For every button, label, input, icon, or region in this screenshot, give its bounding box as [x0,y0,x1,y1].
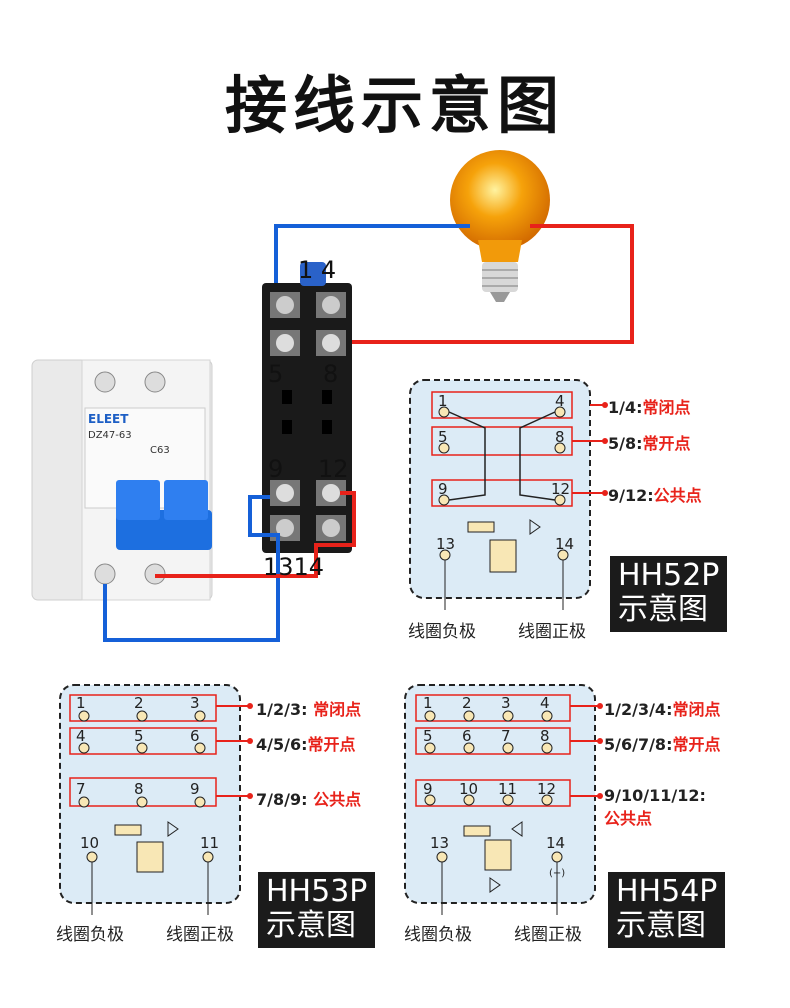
hh53p-pin: 10 [80,834,100,852]
hh52p-pin: 14 [555,535,575,553]
hh53p-pin: 6 [190,727,200,745]
hh54p-pin: 2 [462,694,472,712]
hh54p-coil-positive: 线圈正极 [514,925,582,945]
hh54p-legend-nc: 1/2/3/4:常闭点 [604,700,721,719]
hh52p-pin: 5 [438,428,448,446]
hh54p-pin: 7 [501,727,511,745]
hh53p-pin: 1 [76,694,86,712]
breaker-model: DZ47-63 [88,430,132,441]
hh54p-pin: 4 [540,694,550,712]
red-wire [332,224,634,344]
hh54p-pin: 3 [501,694,511,712]
hh52p-coil-positive: 线圈正极 [518,622,586,642]
hh52p-pin: 1 [438,392,448,410]
hh54p-legend-com: 9/10/11/12:公共点 [604,786,706,828]
hh53p-legend-com: 7/8/9: 公共点 [256,790,362,809]
hh53p-pin: 8 [134,780,144,798]
hh52p-pin: 4 [555,392,565,410]
hh53p-diagram [59,684,253,915]
light-bulb-icon [450,150,550,302]
hh54p-pin: 9 [423,780,433,798]
hh54p-pin: 8 [540,727,550,745]
hh52p-pin: 12 [551,480,571,498]
hh52p-diagram [409,379,608,610]
hh52p-pin: 9 [438,480,448,498]
hh53p-pin: 5 [134,727,144,745]
hh53p-coil-positive: 线圈正极 [166,925,234,945]
hh54p-pin: 1 [423,694,433,712]
socket-bottom-pins-label: 1314 [263,553,325,581]
socket-top-pins-label: 1 4 [298,256,337,284]
hh52p-legend-nc: 1/4:常闭点 [608,398,691,417]
hh52p-legend-com: 9/12:公共点 [608,486,702,505]
pin-8-label: 8 [323,360,339,388]
hh54p-polarity-mark: (+) [549,868,566,879]
hh54p-pin: 13 [430,834,450,852]
hh54p-pin: 11 [498,780,518,798]
breaker-rating: C63 [150,445,170,456]
hh54p-diagram [404,684,603,915]
breaker-brand: ELEET [88,412,129,426]
pin-12-label: 12 [318,455,349,483]
hh53p-legend-no: 4/5/6:常开点 [256,735,356,754]
circuit-breaker [31,359,213,601]
hh53p-pin: 4 [76,727,86,745]
red-wire-2 [155,491,356,578]
hh54p-pin: 5 [423,727,433,745]
hh53p-pin: 7 [76,780,86,798]
hh52p-pin: 13 [436,535,456,553]
hh54p-pin: 6 [462,727,472,745]
hh54p-pin: 14 [546,834,566,852]
hh54p-pin: 12 [537,780,557,798]
hh52p-coil-negative: 线圈负极 [408,622,476,642]
hh53p-legend-nc: 1/2/3: 常闭点 [256,700,362,719]
relay-socket [262,262,352,553]
pin-5-label: 5 [268,360,284,388]
page-title: 接线示意图 [224,69,565,142]
pin-9-label: 9 [268,455,284,483]
hh53p-coil-negative: 线圈负极 [56,925,124,945]
hh53p-pin: 3 [190,694,200,712]
hh53p-pin: 2 [134,694,144,712]
blue-wire-2 [103,495,280,642]
hh54p-legend-no: 5/6/7/8:常开点 [604,735,721,754]
hh54p-coil-negative: 线圈负极 [404,925,472,945]
hh54p-pin: 10 [459,780,479,798]
hh52p-legend-no: 5/8:常开点 [608,434,691,453]
hh52p-pin: 8 [555,428,565,446]
hh53p-pin: 9 [190,780,200,798]
hh53p-pin: 11 [200,834,220,852]
